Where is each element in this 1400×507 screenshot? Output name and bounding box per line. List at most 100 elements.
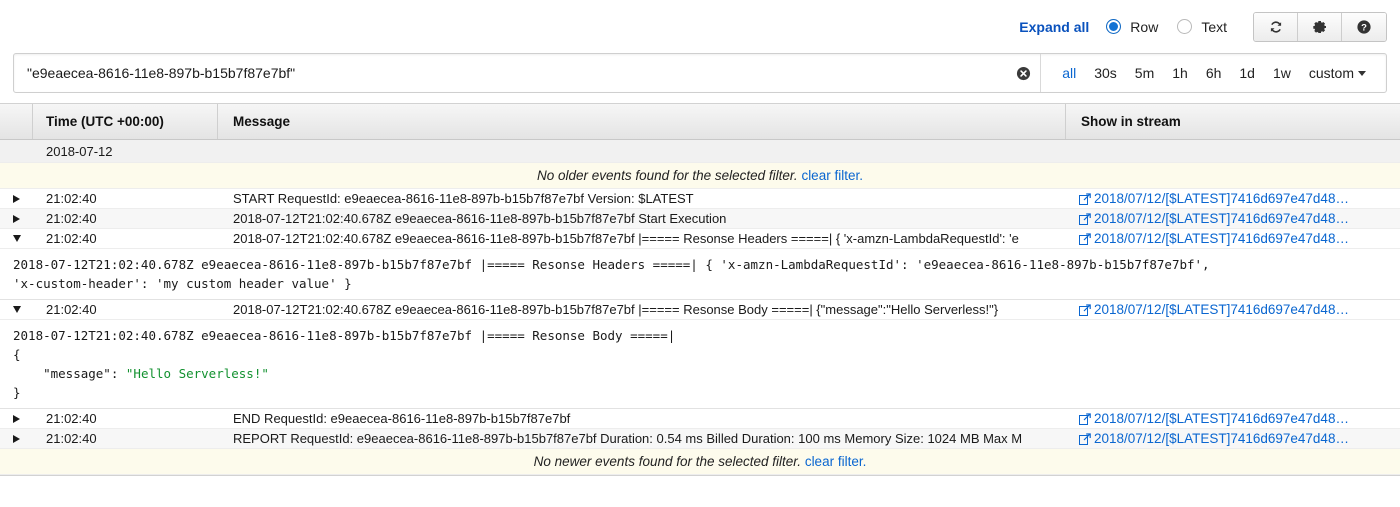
show-in-stream-label: 2018/07/12/[$LATEST]7416d697e47d48… [1094,191,1349,206]
time-range-1w[interactable]: 1w [1272,65,1291,81]
search-input-wrap [14,54,1007,92]
header-time[interactable]: Time (UTC +00:00) [33,104,218,139]
log-events-table: Time (UTC +00:00) Message Show in stream… [0,103,1400,476]
row-time: 21:02:40 [46,231,97,246]
show-in-stream-label: 2018/07/12/[$LATEST]7416d697e47d48… [1094,431,1349,446]
row-collapse-toggle[interactable] [0,300,33,319]
row-message: 2018-07-12T21:02:40.678Z e9eaecea-8616-1… [233,302,999,317]
svg-text:?: ? [1361,22,1367,33]
row-message: 2018-07-12T21:02:40.678Z e9eaecea-8616-1… [233,231,1019,246]
time-range-group: all 30s 5m 1h 6h 1d 1w custom [1040,54,1386,92]
row-time: 21:02:40 [46,302,97,317]
show-in-stream-link[interactable]: 2018/07/12/[$LATEST]7416d697e47d48… [1079,191,1349,206]
row-time: 21:02:40 [46,211,97,226]
row-stream-cell: 2018/07/12/[$LATEST]7416d697e47d48… [1066,209,1400,228]
view-mode-radio-group: Row Text [1106,19,1246,35]
clear-search-button[interactable] [1006,54,1040,92]
row-stream-cell: 2018/07/12/[$LATEST]7416d697e47d48… [1066,300,1400,319]
row-detail-response-headers: 2018-07-12T21:02:40.678Z e9eaecea-8616-1… [0,249,1400,300]
row-message: START RequestId: e9eaecea-8616-11e8-897b… [233,191,694,206]
row-expand-toggle[interactable] [0,209,33,228]
search-input[interactable] [27,65,1007,81]
external-link-icon [1079,192,1091,205]
row-stream-cell: 2018/07/12/[$LATEST]7416d697e47d48… [1066,429,1400,448]
header-stream[interactable]: Show in stream [1081,114,1181,129]
toolbar-button-group: ? [1253,11,1387,42]
refresh-icon [1270,20,1281,33]
date-group-row: 2018-07-12 [0,140,1400,163]
external-link-icon [1079,232,1091,245]
table-row[interactable]: 21:02:40 END RequestId: e9eaecea-8616-11… [0,409,1400,429]
row-detail-response-body: 2018-07-12T21:02:40.678Z e9eaecea-8616-1… [0,320,1400,409]
external-link-icon [1079,412,1091,425]
clear-filter-link-top[interactable]: clear filter. [801,168,863,183]
row-time: 21:02:40 [46,411,97,426]
table-row[interactable]: 21:02:40 2018-07-12T21:02:40.678Z e9eaec… [0,209,1400,229]
show-in-stream-label: 2018/07/12/[$LATEST]7416d697e47d48… [1094,231,1349,246]
external-link-icon [1079,432,1091,445]
view-mode-radio-text[interactable] [1177,19,1193,34]
row-expand-toggle[interactable] [0,429,33,448]
settings-button[interactable] [1298,12,1342,41]
view-mode-label-row[interactable]: Row [1130,18,1159,35]
help-icon: ? [1357,19,1371,34]
date-group-stream-cell [1066,140,1400,162]
expand-all-link[interactable]: Expand all [1019,18,1090,35]
detail-line: 2018-07-12T21:02:40.678Z e9eaecea-8616-1… [13,257,1210,272]
time-range-6h[interactable]: 6h [1205,65,1222,81]
time-range-1d[interactable]: 1d [1239,65,1255,81]
row-expand-toggle[interactable] [0,409,33,428]
external-link-icon [1079,212,1091,225]
row-collapse-toggle[interactable] [0,229,33,248]
time-range-5m[interactable]: 5m [1134,65,1155,81]
view-mode-label-text[interactable]: Text [1201,18,1227,35]
no-newer-events-text: No newer events found for the selected f… [533,454,802,469]
time-range-1h[interactable]: 1h [1172,65,1188,81]
triangle-right-icon [13,194,20,203]
detail-line: } [13,385,21,400]
show-in-stream-link[interactable]: 2018/07/12/[$LATEST]7416d697e47d48… [1079,302,1349,317]
triangle-down-icon [12,235,21,242]
row-stream-cell: 2018/07/12/[$LATEST]7416d697e47d48… [1066,189,1400,208]
detail-line: "message": [13,366,126,381]
row-message: REPORT RequestId: e9eaecea-8616-11e8-897… [233,431,1023,446]
table-row[interactable]: 21:02:40 2018-07-12T21:02:40.678Z e9eaec… [0,229,1400,249]
show-in-stream-label: 2018/07/12/[$LATEST]7416d697e47d48… [1094,411,1349,426]
detail-line: { [13,347,21,362]
gear-icon [1312,20,1326,33]
row-expand-toggle[interactable] [0,189,33,208]
no-newer-events-notice: No newer events found for the selected f… [0,449,1400,475]
row-time: 21:02:40 [46,431,97,446]
chevron-down-icon[interactable] [1358,70,1366,76]
view-mode-radio-row[interactable] [1106,19,1122,34]
row-stream-cell: 2018/07/12/[$LATEST]7416d697e47d48… [1066,229,1400,248]
table-row[interactable]: 21:02:40 2018-07-12T21:02:40.678Z e9eaec… [0,300,1400,320]
detail-json-value: "Hello Serverless!" [125,366,269,381]
triangle-down-icon [12,306,21,313]
time-range-all[interactable]: all [1062,65,1077,81]
time-range-30s[interactable]: 30s [1094,65,1117,81]
help-button[interactable]: ? [1342,12,1386,41]
refresh-button[interactable] [1254,12,1298,41]
top-toolbar: Expand all Row Text ? [0,0,1400,53]
table-row[interactable]: 21:02:40 REPORT RequestId: e9eaecea-8616… [0,429,1400,449]
show-in-stream-link[interactable]: 2018/07/12/[$LATEST]7416d697e47d48… [1079,211,1349,226]
time-range-custom[interactable]: custom [1308,65,1354,81]
show-in-stream-label: 2018/07/12/[$LATEST]7416d697e47d48… [1094,302,1349,317]
triangle-right-icon [13,414,20,423]
show-in-stream-link[interactable]: 2018/07/12/[$LATEST]7416d697e47d48… [1079,231,1349,246]
detail-line: 2018-07-12T21:02:40.678Z e9eaecea-8616-1… [13,328,676,343]
show-in-stream-link[interactable]: 2018/07/12/[$LATEST]7416d697e47d48… [1079,431,1349,446]
row-message: 2018-07-12T21:02:40.678Z e9eaecea-8616-1… [233,211,727,226]
clear-circle-icon [1016,66,1030,80]
row-stream-cell: 2018/07/12/[$LATEST]7416d697e47d48… [1066,409,1400,428]
show-in-stream-link[interactable]: 2018/07/12/[$LATEST]7416d697e47d48… [1079,411,1349,426]
header-message[interactable]: Message [218,104,1066,139]
header-toggle-column [0,104,33,139]
row-message: END RequestId: e9eaecea-8616-11e8-897b-b… [233,411,571,426]
no-older-events-notice: No older events found for the selected f… [0,163,1400,189]
table-row[interactable]: 21:02:40 START RequestId: e9eaecea-8616-… [0,189,1400,209]
clear-filter-link-bottom[interactable]: clear filter. [804,454,867,469]
row-time: 21:02:40 [46,191,97,206]
detail-line: 'x-custom-header': 'my custom header val… [13,276,352,291]
